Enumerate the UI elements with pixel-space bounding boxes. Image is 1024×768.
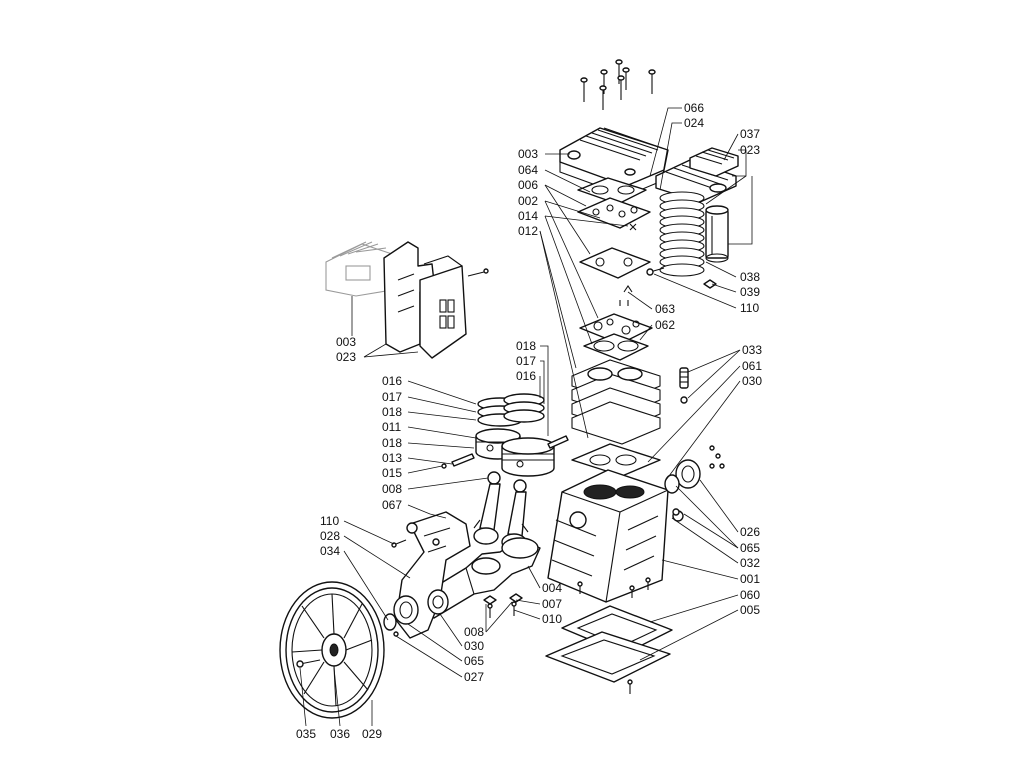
label-034: 034: [320, 544, 340, 558]
label-012: 012: [518, 224, 538, 238]
label-011: 011: [382, 420, 401, 434]
label-018-left: 018: [382, 405, 402, 419]
label-005: 005: [740, 603, 760, 617]
bearing-housing: [383, 589, 449, 637]
label-039: 039: [740, 285, 760, 299]
flywheel-pulley: [279, 581, 385, 719]
guard-screw-110: [391, 539, 407, 548]
label-061: 061: [742, 359, 762, 373]
label-060: 060: [740, 588, 760, 602]
piston-rings-right: [503, 393, 545, 423]
label-008-lower: 008: [464, 625, 484, 639]
label-065-lower: 065: [464, 654, 484, 668]
label-003-left: 003: [336, 335, 356, 349]
crankcase-bolts: [577, 577, 651, 598]
filter-screw: [646, 267, 717, 289]
label-016-top: 016: [516, 369, 536, 383]
label-032: 032: [740, 556, 760, 570]
intercooler-coil: [659, 191, 705, 277]
piston-pins: [441, 435, 569, 469]
label-027: 027: [464, 670, 484, 684]
label-018-top: 018: [516, 339, 536, 353]
label-030-lower: 030: [464, 639, 484, 653]
filter-cartridge: [705, 205, 729, 263]
leader-lines: [299, 107, 753, 727]
label-023: 023: [740, 143, 760, 157]
label-028: 028: [320, 529, 340, 543]
cylinder-gasket: [571, 443, 661, 477]
label-066: 066: [684, 101, 704, 115]
right-head: [655, 147, 739, 203]
head-cover-023: [383, 241, 489, 359]
label-008-upper: 008: [382, 482, 402, 496]
label-110-left: 110: [320, 514, 339, 528]
label-018-lower: 018: [382, 436, 402, 450]
label-064: 064: [518, 163, 538, 177]
label-006: 006: [518, 178, 538, 192]
label-038: 038: [740, 270, 760, 284]
bottom-plate: [545, 631, 671, 694]
label-030-right: 030: [742, 374, 762, 388]
label-010: 010: [542, 612, 562, 626]
valve-plate-stack: [577, 177, 653, 361]
cylinder-block: [571, 359, 661, 445]
label-062: 062: [655, 318, 675, 332]
crankcase: [547, 469, 669, 603]
label-029: 029: [362, 727, 382, 741]
stud-033: [679, 367, 689, 404]
label-037: 037: [740, 127, 760, 141]
part-labels: 066 024 037 023 003 064 006 002 014 012 …: [296, 101, 762, 741]
head-bolts: [580, 59, 656, 110]
label-015: 015: [382, 466, 402, 480]
label-023-left: 023: [336, 350, 356, 364]
label-110: 110: [740, 301, 759, 315]
label-036: 036: [330, 727, 350, 741]
label-013: 013: [382, 451, 402, 465]
piston-large: [501, 437, 555, 477]
crankshaft: [419, 537, 541, 619]
ghost-head-assembly: [325, 241, 393, 297]
label-035: 035: [296, 727, 316, 741]
label-016-left: 016: [382, 374, 402, 388]
label-033: 033: [742, 343, 762, 357]
label-014: 014: [518, 209, 538, 223]
label-003: 003: [518, 147, 538, 161]
label-067: 067: [382, 498, 402, 512]
crank-hardware: [483, 593, 523, 618]
side-cover: [664, 445, 725, 522]
label-001: 001: [740, 572, 760, 586]
label-026: 026: [740, 525, 760, 539]
label-017-top: 017: [516, 354, 536, 368]
label-024: 024: [684, 116, 704, 130]
label-007: 007: [542, 597, 562, 611]
label-065-right: 065: [740, 541, 760, 555]
label-004: 004: [542, 581, 562, 595]
label-017-left: 017: [382, 390, 402, 404]
label-063: 063: [655, 302, 675, 316]
label-002: 002: [518, 194, 538, 208]
